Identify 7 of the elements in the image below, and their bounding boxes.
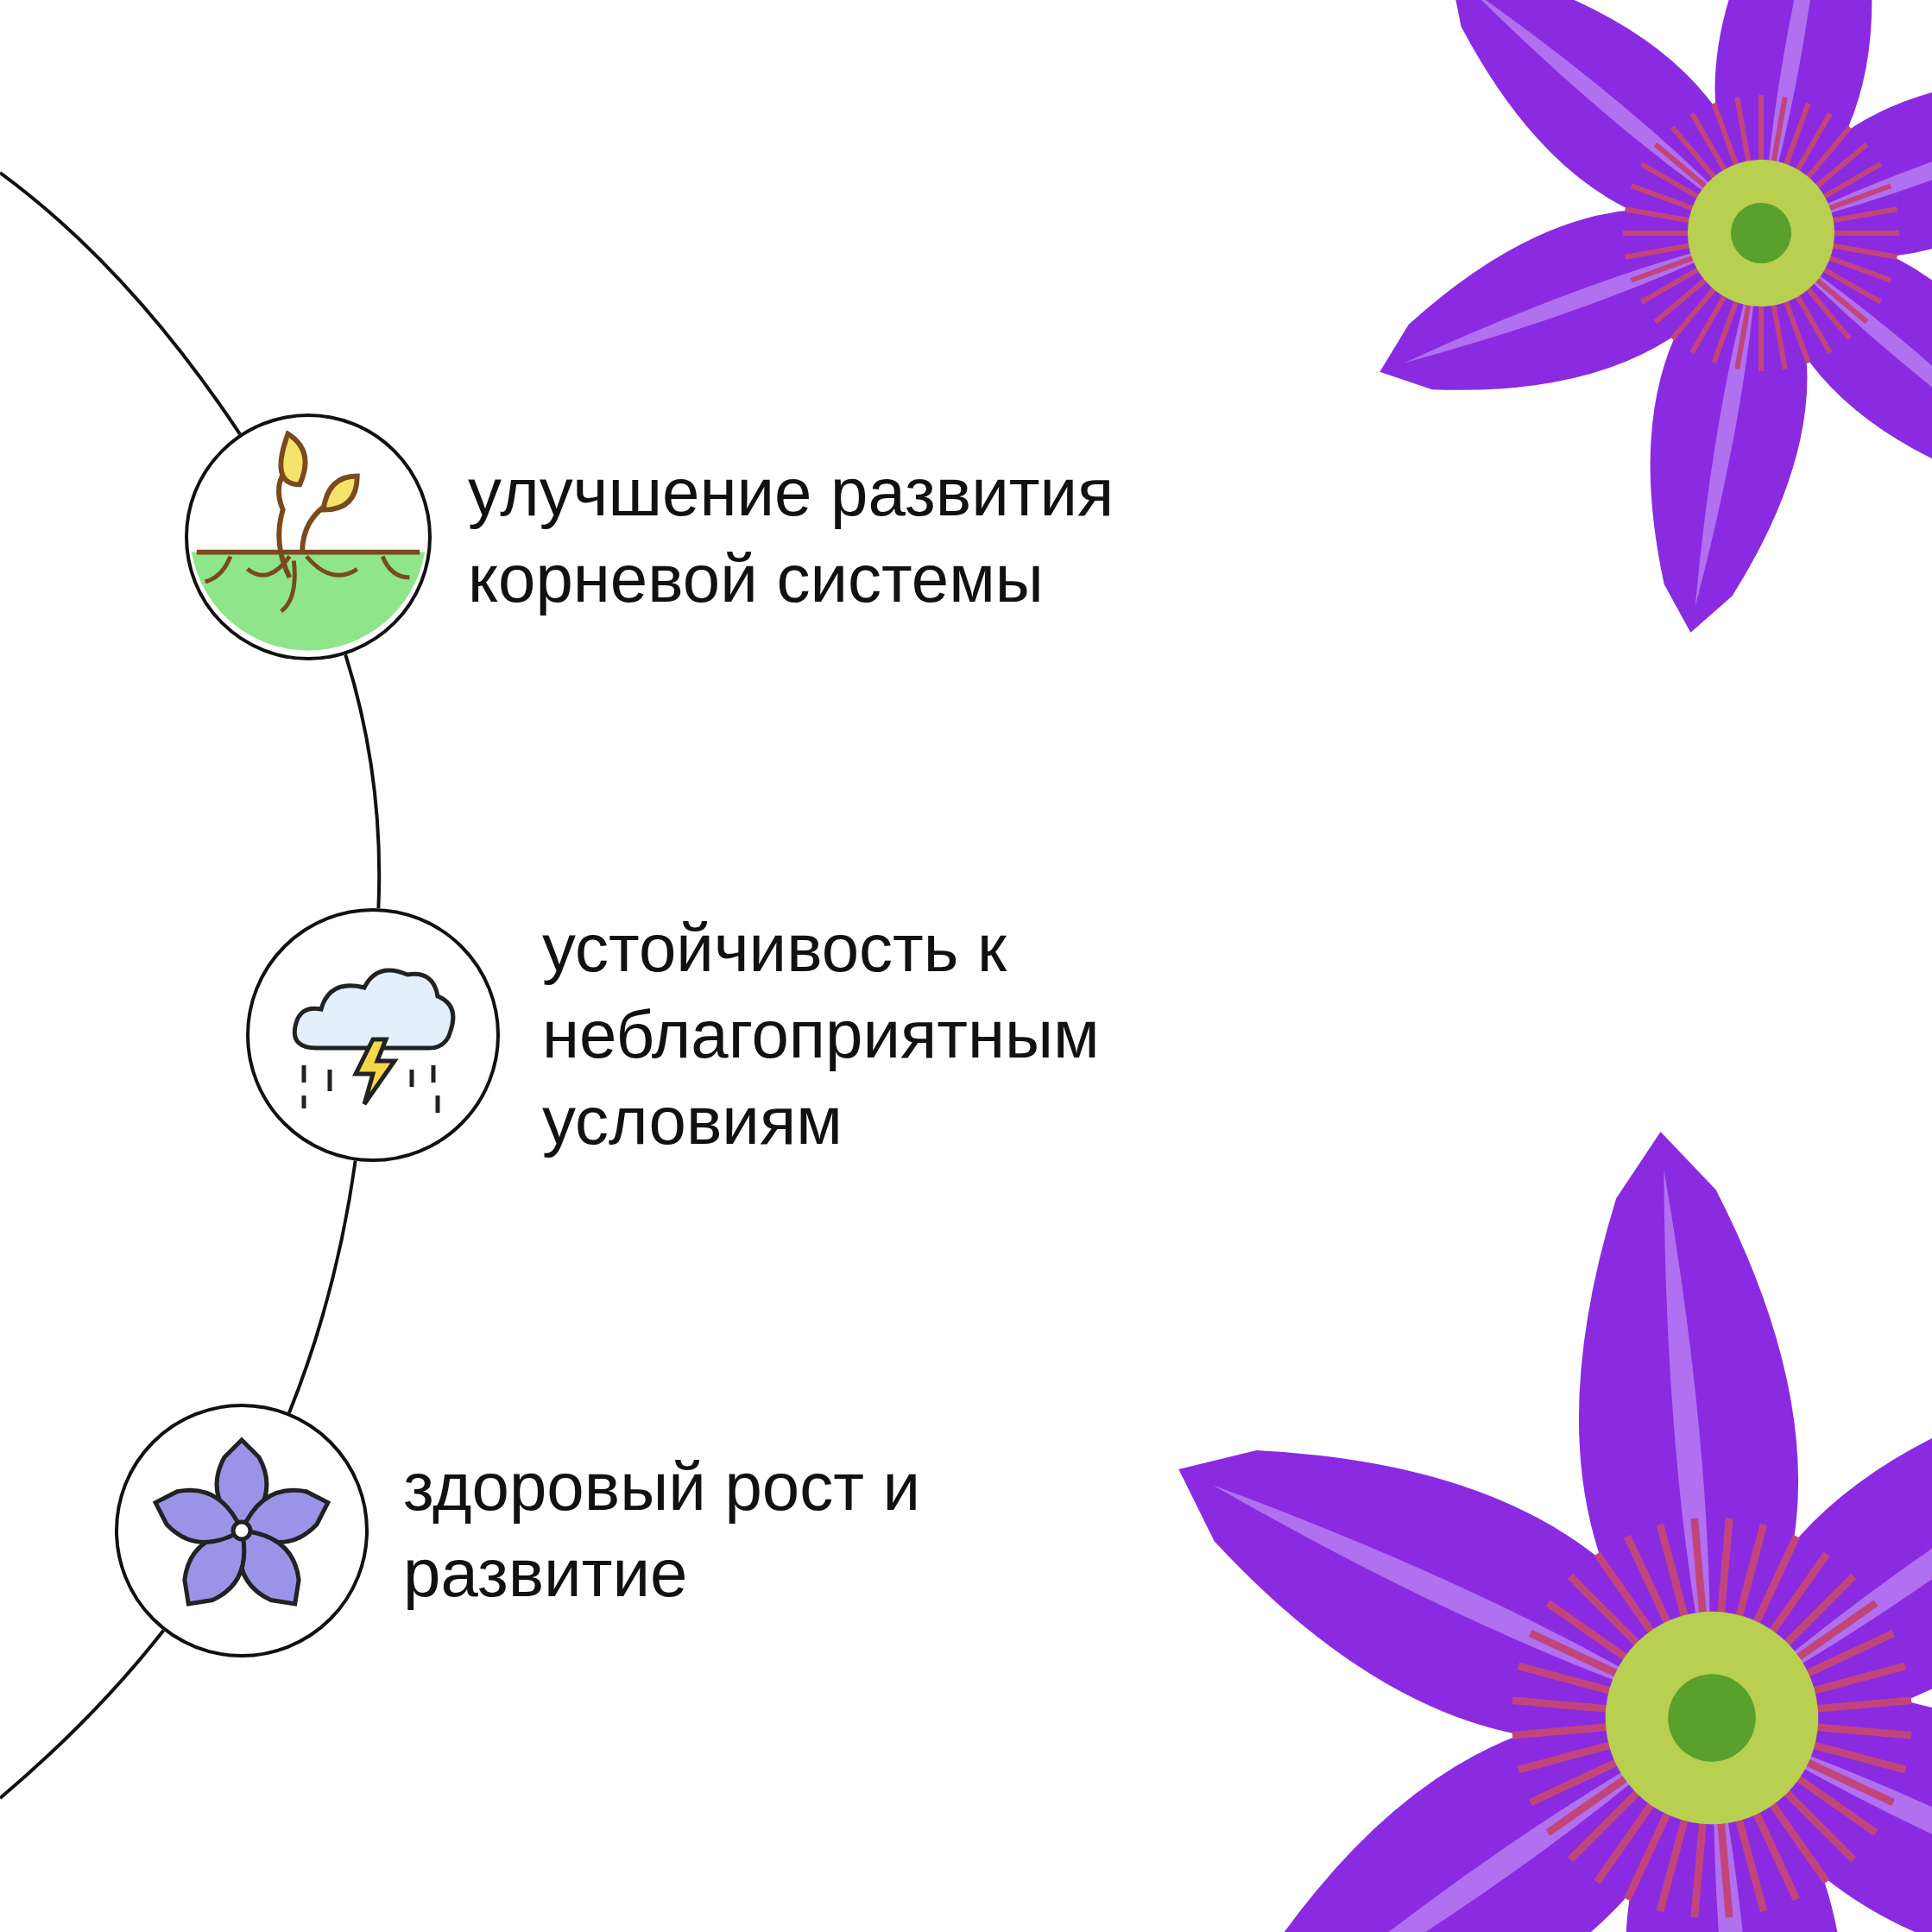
feature-text: здоровый рост и развитие <box>403 1448 922 1613</box>
arc-line <box>287 1160 357 1414</box>
arc-line <box>0 171 242 435</box>
arc-line <box>0 1629 165 1800</box>
feature-text: улучшение развития корневой системы <box>468 453 1115 618</box>
feature-text: устойчивость к неблагоприятным условиям <box>542 909 1101 1160</box>
arc-line <box>344 653 382 909</box>
